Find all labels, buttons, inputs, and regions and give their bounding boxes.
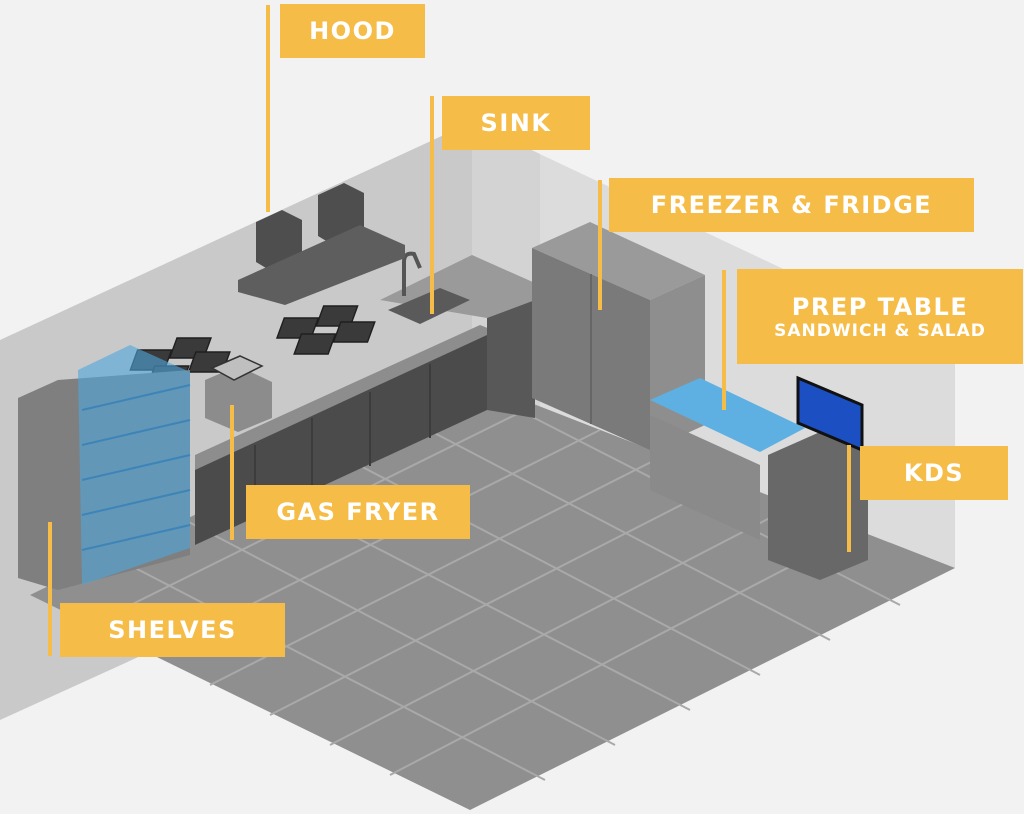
side-cabinets bbox=[487, 300, 535, 418]
label-prep-table-text: PREP TABLE bbox=[791, 292, 969, 321]
label-sink: SINK bbox=[442, 96, 590, 150]
fryer-body bbox=[205, 366, 272, 432]
label-freezer-fridge-text: FREEZER & FRIDGE bbox=[650, 191, 933, 219]
kds-cabinet bbox=[768, 432, 868, 580]
shelf-glass bbox=[78, 345, 190, 585]
fryer-basket bbox=[210, 355, 264, 381]
label-gas-fryer-text: GAS FRYER bbox=[276, 498, 440, 526]
label-gas-fryer: GAS FRYER bbox=[246, 485, 470, 539]
prep-table-front bbox=[650, 415, 760, 540]
sink-faucet bbox=[402, 251, 422, 296]
shelf-rails bbox=[81, 384, 191, 551]
fridge-top bbox=[532, 222, 705, 300]
label-shelves: SHELVES bbox=[60, 603, 285, 657]
prep-table-top bbox=[650, 378, 805, 452]
label-kds-text: KDS bbox=[903, 459, 965, 487]
label-prep-table-subtext: SANDWICH & SALAD bbox=[774, 320, 986, 341]
label-sink-text: SINK bbox=[480, 109, 552, 137]
label-hood-text: HOOD bbox=[309, 17, 396, 45]
label-hood: HOOD bbox=[280, 4, 425, 58]
label-shelves-text: SHELVES bbox=[108, 616, 237, 644]
sink-basin bbox=[388, 288, 470, 324]
label-freezer-fridge: FREEZER & FRIDGE bbox=[609, 178, 974, 232]
hood-body bbox=[238, 225, 405, 305]
label-kds: KDS bbox=[860, 446, 1008, 500]
leader-lines bbox=[48, 5, 851, 656]
label-prep-table: PREP TABLE SANDWICH & SALAD bbox=[737, 269, 1023, 364]
